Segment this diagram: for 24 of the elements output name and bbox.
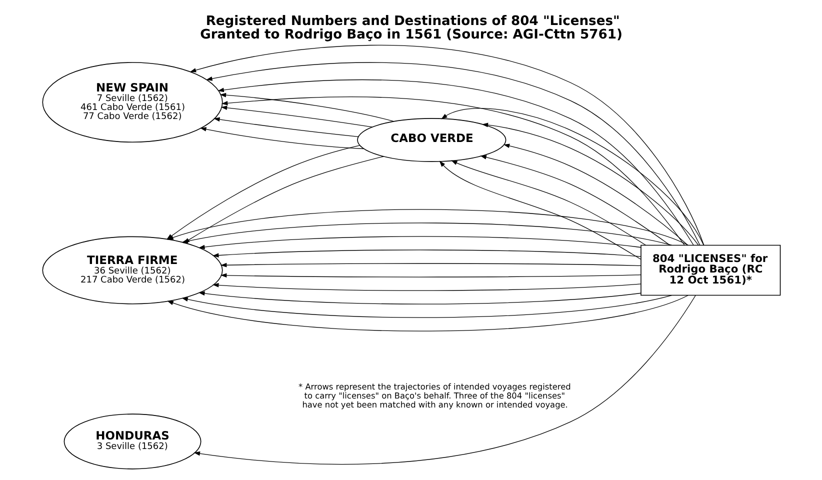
arrow: [480, 154, 670, 246]
arrow: [440, 108, 704, 245]
node-ellipse: NEW SPAIN 7 Seville (1562) 461 Cabo Verde (1561) 77 Cabo Verde (1562): [42, 62, 222, 142]
arrow: [213, 116, 358, 136]
arrow: [198, 236, 641, 249]
arrow: [212, 249, 641, 258]
arrow: [198, 290, 641, 304]
arrow: [220, 262, 641, 267]
arrow: [219, 92, 394, 122]
arrow: [200, 126, 364, 149]
node-ellipse: CABO VERDE: [356, 118, 506, 162]
node-box: 804 "LICENSES" for Rodrigo Baço (RC 12 Oct 1561)*: [640, 244, 780, 296]
arrow: [502, 143, 688, 246]
arrow: [181, 294, 672, 318]
arrow: [166, 294, 688, 331]
arrow: [481, 122, 698, 245]
arrow: [450, 160, 646, 245]
arrow: [212, 282, 641, 290]
arrow: [220, 105, 372, 127]
arrow: [193, 294, 696, 464]
arrow: [220, 272, 641, 278]
arrow: [438, 160, 641, 260]
diagram-title: Registered Numbers and Destinations of 804 "Licenses" Granted to Rodrigo Baço in 1561 (Source: AGI-Cttn 5761): [200, 14, 622, 42]
label: * Arrows represent the trajectories of intended voyages registered to carry "licenses" on Baço's behalf. Three of the 804 "licenses" have not yet been matched with any known or intended voyage.: [298, 380, 570, 409]
